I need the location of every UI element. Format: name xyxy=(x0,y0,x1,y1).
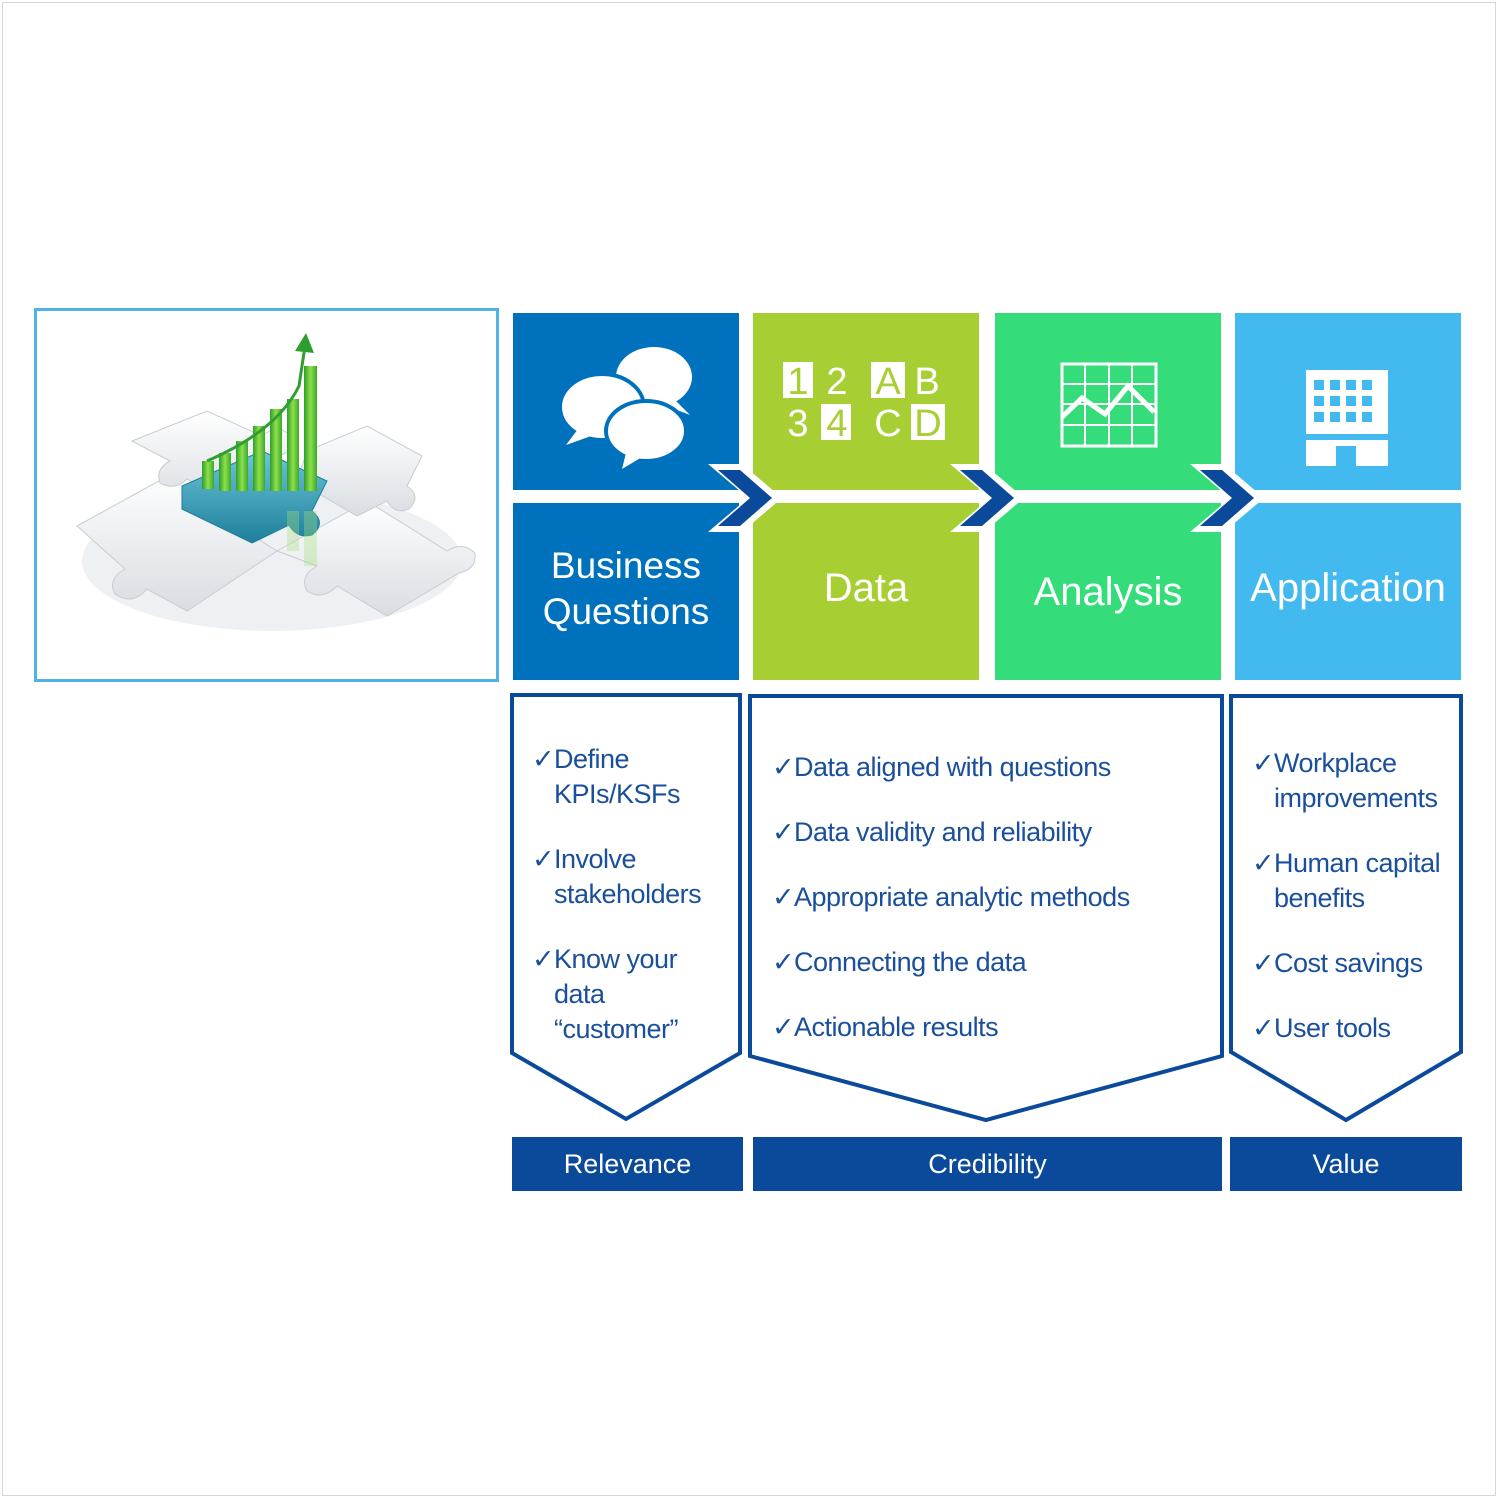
stage-title: Analysis xyxy=(1033,570,1183,614)
list-item: ✓Actionable results xyxy=(772,1010,1212,1045)
list-item: ✓Involve stakeholders xyxy=(532,842,732,912)
list-item: ✓Workplace improvements xyxy=(1252,746,1458,816)
list-item: ✓Data validity and reliability xyxy=(772,815,1212,850)
credibility-label-bar: Credibility xyxy=(753,1137,1222,1191)
stage-data-top xyxy=(753,313,979,490)
chevron-right-icon xyxy=(708,464,782,532)
credibility-checklist: ✓Data aligned with questions ✓Data valid… xyxy=(772,750,1212,1045)
list-item: ✓Define KPIs/KSFs xyxy=(532,742,732,812)
glyph: C xyxy=(874,403,901,442)
glyph: 2 xyxy=(826,361,847,403)
list-item: ✓Human capital benefits xyxy=(1252,846,1458,916)
glyph: 3 xyxy=(787,403,808,442)
list-item-text: Appropriate analytic methods xyxy=(794,882,1130,912)
glyph: D xyxy=(914,403,941,442)
chevron-right-icon xyxy=(950,464,1024,532)
check-icon: ✓ xyxy=(532,744,555,774)
check-icon: ✓ xyxy=(1252,1013,1275,1043)
glyph: 1 xyxy=(787,361,808,403)
check-icon: ✓ xyxy=(1252,948,1275,978)
value-checklist: ✓Workplace improvements ✓Human capital b… xyxy=(1252,746,1458,1046)
check-icon: ✓ xyxy=(772,882,795,912)
relevance-box-outline xyxy=(510,693,742,1122)
check-icon: ✓ xyxy=(1252,748,1275,778)
line-chart-icon xyxy=(1060,362,1158,448)
list-item-text: User tools xyxy=(1274,1013,1391,1043)
value-label-bar: Value xyxy=(1230,1137,1462,1191)
relevance-label-bar: Relevance xyxy=(512,1137,743,1191)
list-item-text: Know your data “customer” xyxy=(554,944,679,1044)
list-item-text: Workplace improvements xyxy=(1274,748,1438,813)
list-item-text: Human capital benefits xyxy=(1274,848,1441,913)
list-item-text: Data validity and reliability xyxy=(794,817,1092,847)
stage-data-bottom: Data xyxy=(753,503,979,680)
stage-title: Business Questions xyxy=(542,545,710,632)
list-item-text: Data aligned with questions xyxy=(794,752,1111,782)
stage-business-questions-bottom: Business Questions xyxy=(513,503,739,680)
relevance-checklist: ✓Define KPIs/KSFs ✓Involve stakeholders … xyxy=(532,742,732,1047)
chevron-right-icon xyxy=(1190,464,1264,532)
list-item: ✓Connecting the data xyxy=(772,945,1212,980)
list-item-text: Define KPIs/KSFs xyxy=(554,744,681,809)
stage-analysis-bottom: Analysis xyxy=(995,503,1221,680)
list-item: ✓Data aligned with questions xyxy=(772,750,1212,785)
puzzle-growth-chart-image xyxy=(34,308,499,682)
check-icon: ✓ xyxy=(772,1012,795,1042)
list-item: ✓Know your data “customer” xyxy=(532,942,732,1047)
stage-title: Data xyxy=(823,566,909,610)
chat-bubbles-icon xyxy=(560,347,692,469)
list-item-text: Cost savings xyxy=(1274,948,1423,978)
credibility-box-outline xyxy=(748,694,1224,1123)
list-item: ✓Cost savings xyxy=(1252,946,1458,981)
check-icon: ✓ xyxy=(772,817,795,847)
value-box-outline xyxy=(1229,694,1463,1123)
check-icon: ✓ xyxy=(532,844,555,874)
glyph: B xyxy=(914,361,939,403)
list-item-text: Actionable results xyxy=(794,1012,999,1042)
list-item-text: Connecting the data xyxy=(794,947,1027,977)
check-icon: ✓ xyxy=(1252,848,1275,878)
stage-title: Application xyxy=(1250,566,1446,610)
glyph: A xyxy=(875,361,901,403)
list-item: ✓User tools xyxy=(1252,1011,1458,1046)
stage-application-bottom: Application xyxy=(1235,503,1461,680)
numbers-letters-icon: 1 2 A B 3 4 C D xyxy=(783,361,945,442)
list-item: ✓Appropriate analytic methods xyxy=(772,880,1212,915)
glyph: 4 xyxy=(826,403,847,442)
check-icon: ✓ xyxy=(772,947,795,977)
list-item-text: Involve stakeholders xyxy=(554,844,702,909)
check-icon: ✓ xyxy=(772,752,795,782)
check-icon: ✓ xyxy=(532,944,555,974)
building-icon xyxy=(1306,370,1388,466)
